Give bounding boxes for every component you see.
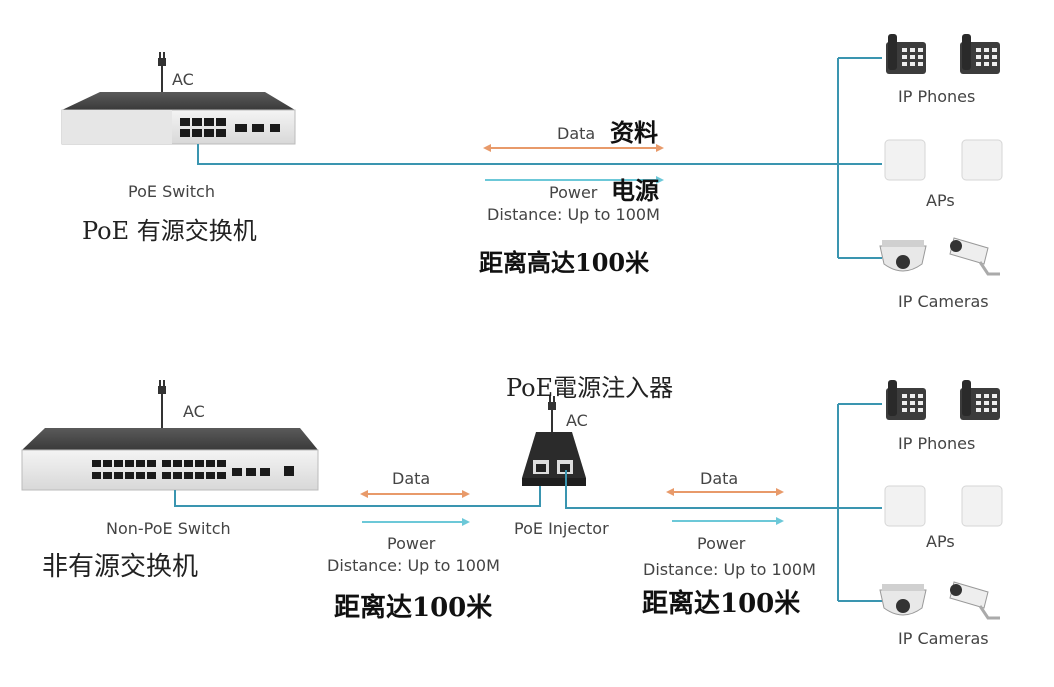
ip-phone-icon [886, 380, 926, 420]
left-power-label: Power [387, 534, 436, 553]
ip-phone-icon [960, 34, 1000, 74]
access-point-icon [884, 139, 926, 181]
bottom-aps-label: APs [926, 532, 955, 551]
top-switch-label-cn: PoE 有源交换机 [82, 217, 257, 245]
top-distance-label: Distance: Up to 100M [487, 205, 660, 224]
bullet-camera-icon [949, 237, 1000, 276]
top-cable [197, 144, 838, 165]
top-switch-label: PoE Switch [128, 182, 215, 201]
switch-ports [180, 118, 280, 137]
access-point-icon [961, 485, 1003, 527]
non-poe-switch-device [21, 428, 319, 491]
right-data-label: Data [700, 469, 739, 488]
bottom-ip-cameras-label: IP Cameras [898, 629, 989, 648]
ac-plug-icon [158, 52, 166, 95]
dome-camera-icon [879, 240, 927, 272]
dome-camera-icon [879, 584, 927, 616]
left-distance-label: Distance: Up to 100M [327, 556, 500, 575]
injector-label: PoE Injector [514, 519, 609, 538]
non-poe-switch-label: Non-PoE Switch [106, 519, 231, 538]
ip-phone-icon [886, 34, 926, 74]
right-distance-label-cn: 距离达100米 [642, 589, 801, 619]
poe-switch-device [61, 92, 296, 145]
ac-plug-icon [158, 380, 166, 430]
access-point-icon [961, 139, 1003, 181]
ac-plug-icon [548, 396, 556, 432]
switch-to-injector-cable [174, 470, 541, 507]
top-device-bus [837, 57, 882, 259]
injector-label-cn: PoE電源注入器 [506, 374, 674, 402]
top-distance-label-cn: 距离高达100米 [479, 248, 650, 277]
top-ip-phones-label: IP Phones [898, 87, 976, 106]
left-data-label: Data [392, 469, 431, 488]
access-point-icon [884, 485, 926, 527]
top-data-label-cn: 资料 [610, 118, 658, 147]
top-data-label: Data [557, 124, 596, 143]
ip-phone-icon [960, 380, 1000, 420]
left-distance-label-cn: 距离达100米 [334, 593, 493, 623]
bullet-camera-icon [949, 581, 1000, 620]
switch-ac-label: AC [183, 402, 205, 421]
poe-injector-device [522, 432, 586, 486]
injector-ac-label: AC [566, 411, 588, 430]
top-ip-cameras-label: IP Cameras [898, 292, 989, 311]
top-power-label: Power [549, 183, 598, 202]
non-poe-switch-label-cn: 非有源交换机 [42, 552, 199, 582]
right-distance-label: Distance: Up to 100M [643, 560, 816, 579]
injector-to-devices-cable [565, 470, 838, 509]
bottom-ip-phones-label: IP Phones [898, 434, 976, 453]
top-ac-label: AC [172, 70, 194, 89]
top-aps-label: APs [926, 191, 955, 210]
top-power-label-cn: 电源 [611, 176, 659, 205]
right-power-label: Power [697, 534, 746, 553]
bottom-device-bus [837, 403, 882, 602]
